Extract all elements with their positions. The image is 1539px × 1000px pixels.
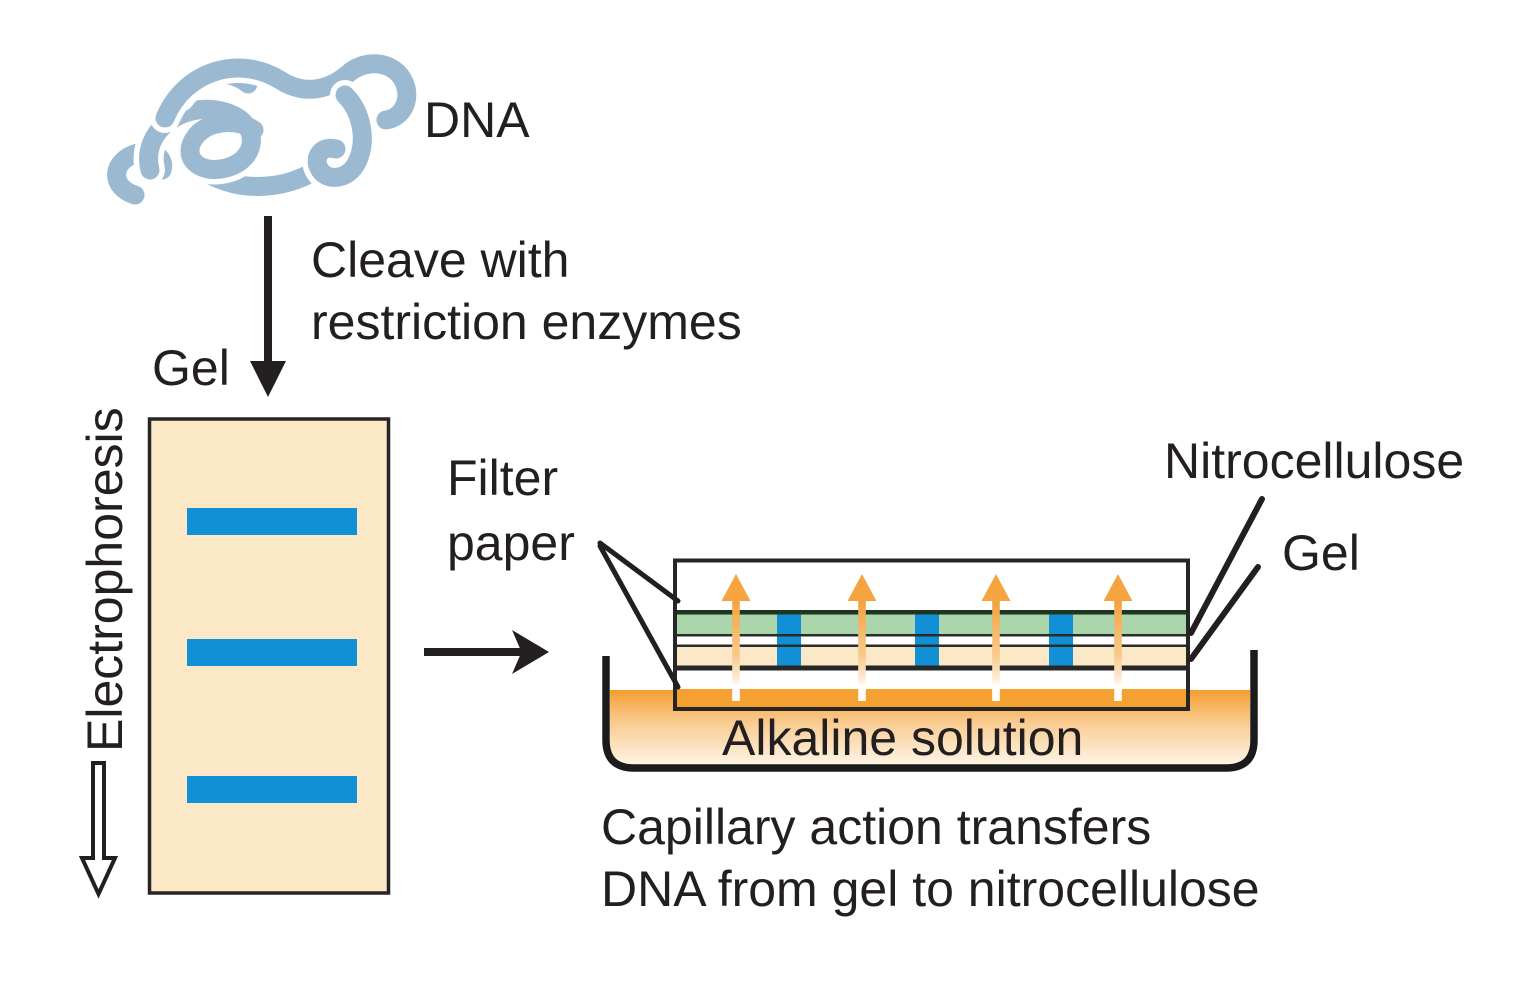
cleave-arrow-down-icon [250,216,286,397]
electrophoresis-label: Electrophoresis [77,407,133,752]
gel-band-1 [187,508,357,535]
gel-band-2 [187,639,357,666]
tray-outline [602,650,1258,772]
gel-top-label: Gel [152,340,230,396]
capillary-arrow-2 [847,574,877,701]
cleave-label-line2: restriction enzymes [311,294,742,350]
blot-band-3 [1049,610,1073,670]
gel-slab [147,417,391,895]
blot-band-2 [915,610,939,670]
nitrocellulose-pointer [1188,496,1265,636]
blot-stack [673,558,1190,711]
blot-band-1 [777,610,801,670]
filter-paper-label-line1: Filter [447,450,559,506]
dna-tangle-illustration [101,48,422,210]
gel-band-3 [187,776,357,803]
nitrocellulose-label: Nitrocellulose [1164,433,1465,489]
gel-layer-pointer [1188,564,1261,662]
caption-line1: Capillary action transfers [601,799,1152,855]
gel-layer-label: Gel [1282,525,1360,581]
electrophoresis-arrow-icon [78,761,119,899]
stack-soaked-zone [675,689,1188,709]
stack-outline [673,558,1190,711]
cleave-label-line1: Cleave with [311,232,570,288]
alkaline-solution-label: Alkaline solution [722,710,1084,766]
to-blot-arrow-right-icon [424,630,549,674]
filter-paper-pointer-bottom [597,543,681,690]
capillary-arrow-3 [981,574,1011,701]
capillary-arrow-1 [721,574,751,701]
dna-label: DNA [424,92,530,148]
capillary-arrow-4 [1103,574,1133,701]
label-pointer-lines [597,496,1265,690]
caption-line2: DNA from gel to nitrocellulose [601,861,1260,917]
filter-paper-pointer-top [597,540,681,604]
capillary-arrows [721,574,1133,701]
filter-paper-label-line2: paper [447,515,575,571]
